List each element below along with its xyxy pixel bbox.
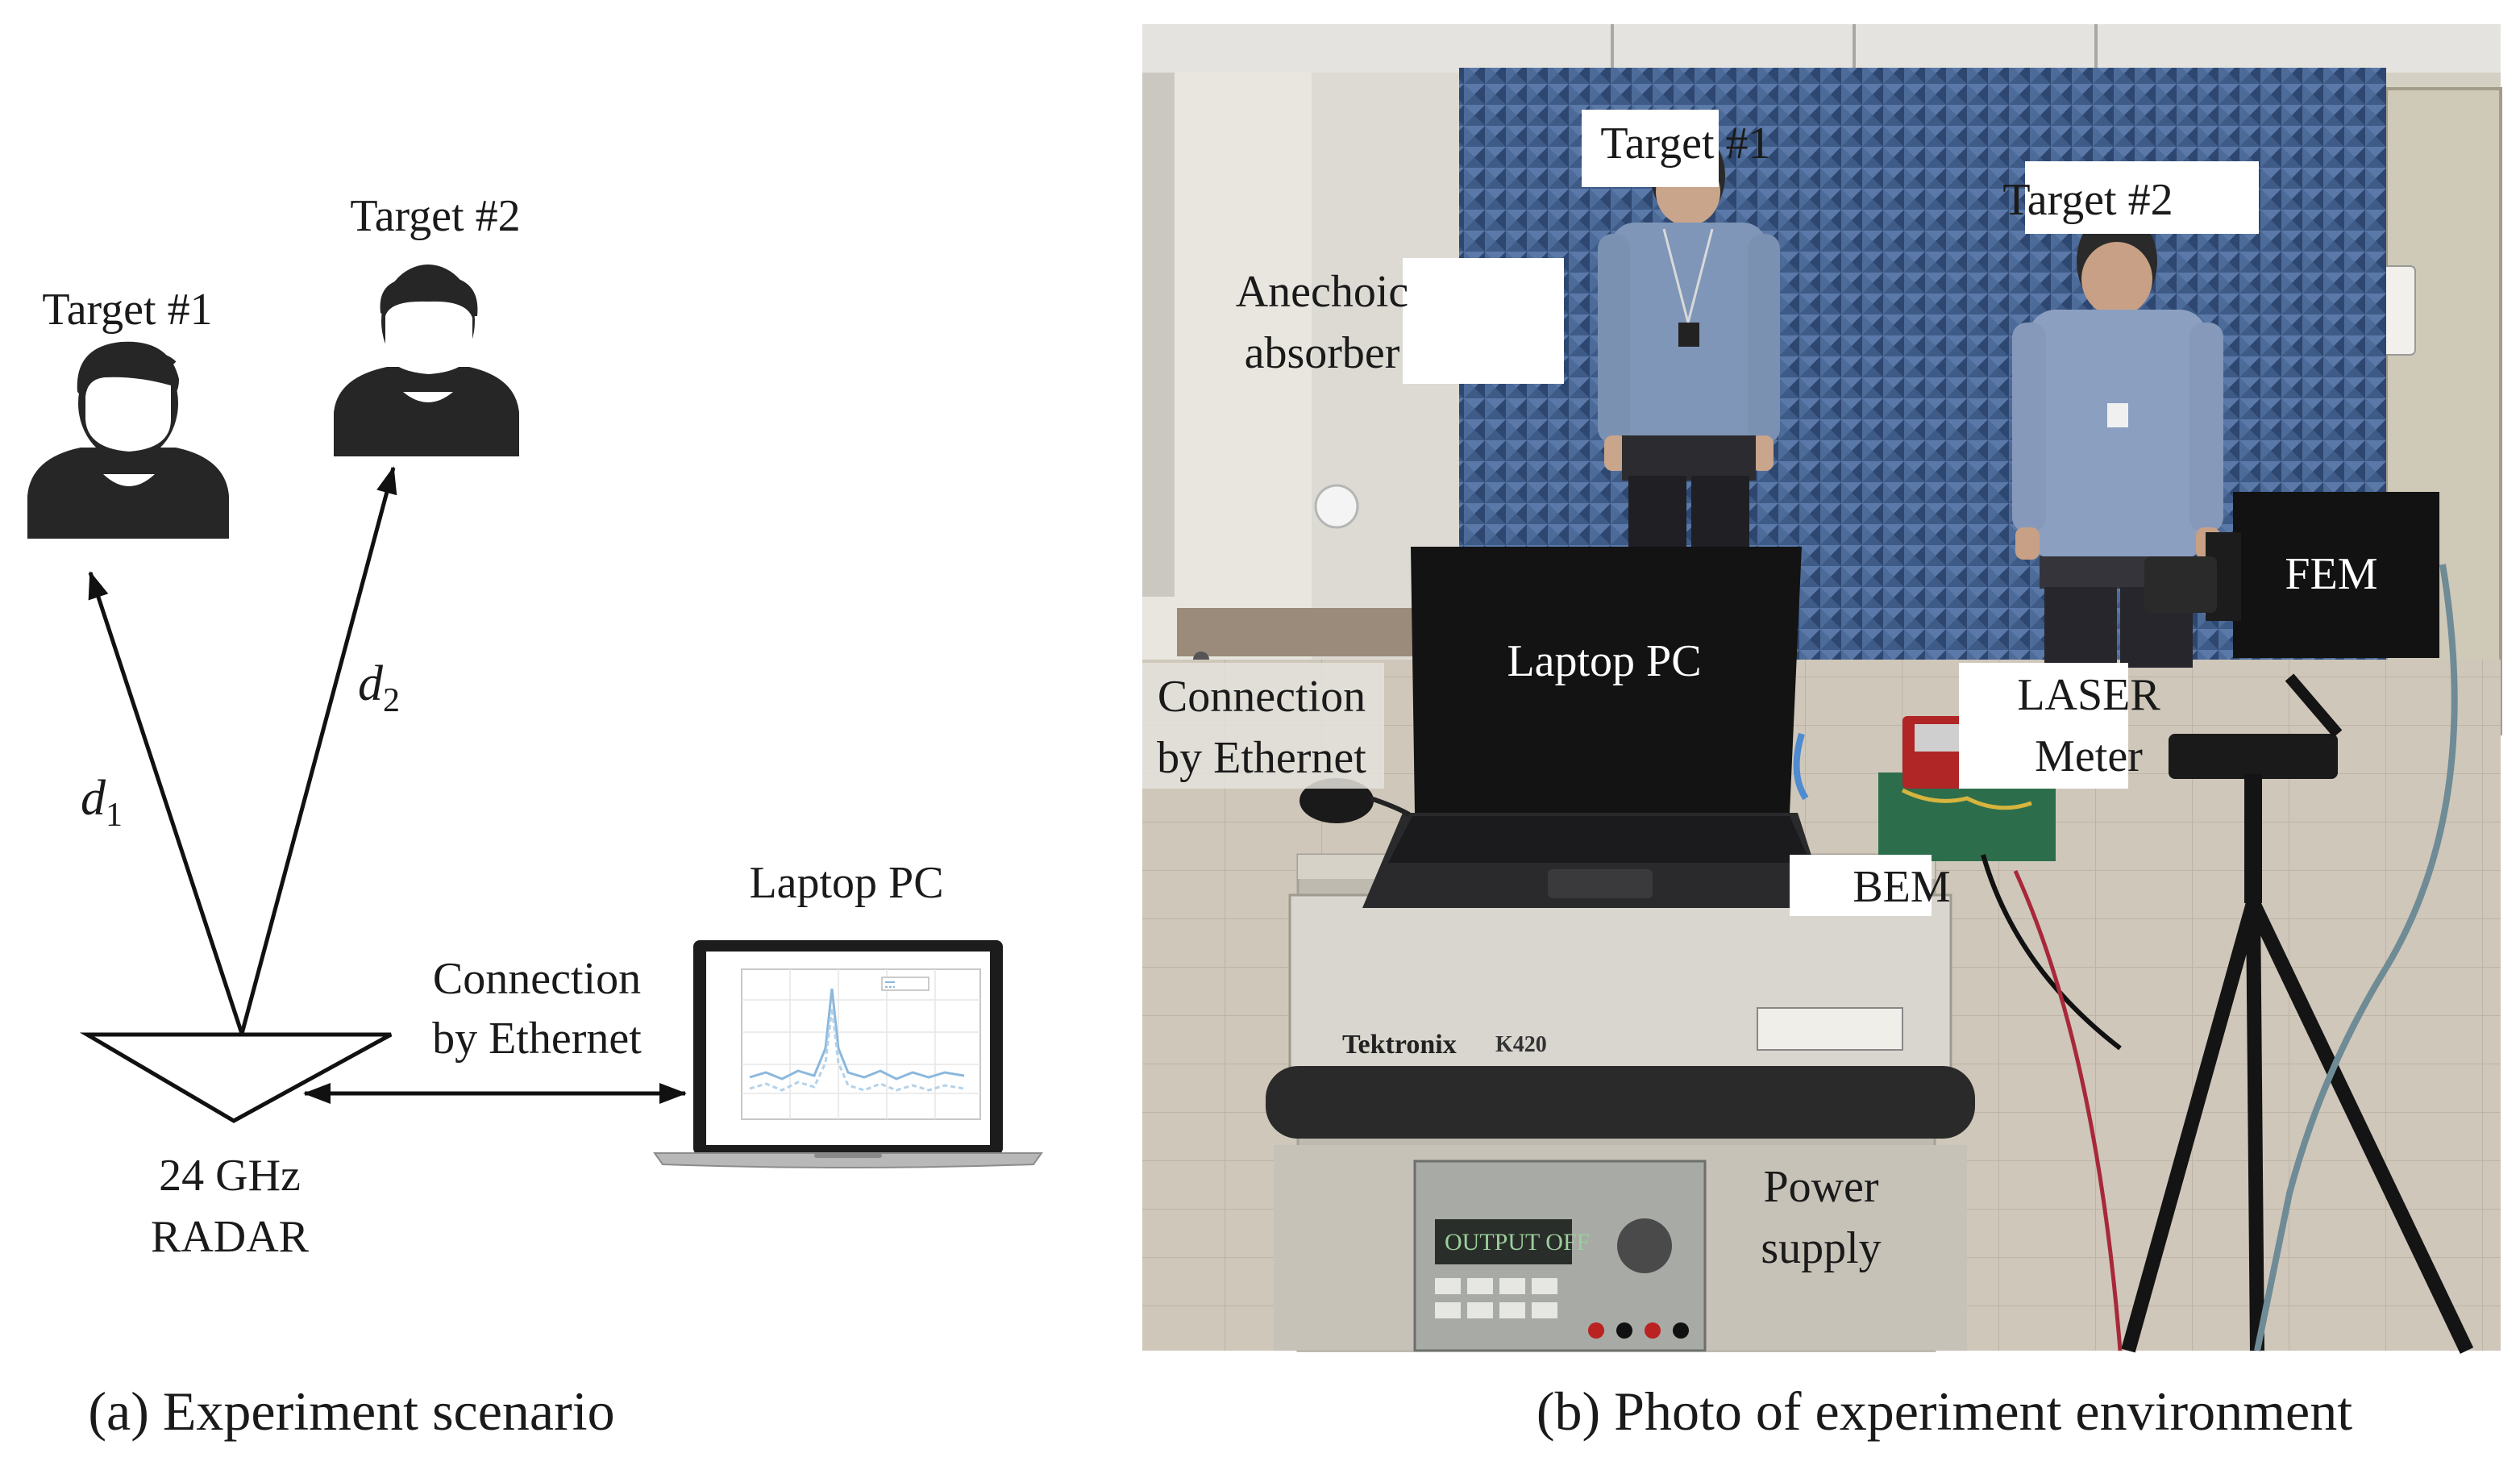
connection-label-line1: Connection bbox=[433, 954, 641, 1004]
experiment-photo-panel: Tektronix K420 OUTPUT OFF bbox=[1129, 0, 2520, 1466]
radar-label-line1: 24 GHz bbox=[159, 1151, 301, 1201]
svg-text:LASER: LASER bbox=[2017, 670, 2160, 720]
target1-label: Target #1 bbox=[42, 285, 212, 335]
label-fem: FEM bbox=[2285, 549, 2377, 599]
wall-badge bbox=[1314, 484, 1359, 529]
svg-text:by Ethernet: by Ethernet bbox=[1157, 733, 1366, 783]
photo-laptop bbox=[1362, 547, 1828, 908]
label-target2: Target #2 bbox=[2002, 161, 2259, 234]
tripod bbox=[2121, 673, 2474, 1354]
caption-b: (b) Photo of experiment environment bbox=[1537, 1380, 2352, 1442]
tektronix-brand: Tektronix bbox=[1342, 1030, 1457, 1060]
radar-icon bbox=[79, 1032, 393, 1123]
distance-label-d1: d1 bbox=[81, 771, 123, 834]
target2-label: Target #2 bbox=[350, 191, 520, 241]
label-anechoic-absorber: Anechoic absorber bbox=[1236, 258, 1564, 384]
laptop-icon bbox=[653, 940, 1043, 1168]
svg-text:Laptop PC: Laptop PC bbox=[1507, 636, 1701, 686]
label-target1: Target #1 bbox=[1582, 110, 1771, 187]
psu-display: OUTPUT OFF bbox=[1445, 1229, 1590, 1256]
svg-text:Power: Power bbox=[1763, 1162, 1878, 1212]
label-laser-meter: LASER Meter bbox=[1959, 663, 2160, 789]
label-bem: BEM bbox=[1790, 855, 1951, 916]
scenario-diagram: Target #1 Target #2 d1 d2 Connection by … bbox=[27, 191, 1043, 1442]
svg-text:Connection: Connection bbox=[1158, 672, 1366, 722]
distance-arrow-d1 bbox=[88, 571, 244, 1035]
svg-text:Target #1: Target #1 bbox=[1600, 119, 1770, 169]
svg-text:Target #2: Target #2 bbox=[2002, 175, 2173, 225]
power-supply-device: OUTPUT OFF bbox=[1413, 1160, 1707, 1352]
svg-text:Meter: Meter bbox=[2035, 731, 2143, 781]
label-power-supply: Power supply bbox=[1761, 1162, 1881, 1273]
tektronix-model: K420 bbox=[1495, 1032, 1547, 1057]
experiment-photo: Tektronix K420 OUTPUT OFF bbox=[1142, 24, 2502, 1442]
svg-text:Anechoic: Anechoic bbox=[1236, 267, 1409, 317]
fem-device bbox=[2144, 492, 2439, 658]
svg-text:FEM: FEM bbox=[2285, 549, 2377, 599]
router-puck bbox=[1300, 778, 1374, 823]
svg-text:supply: supply bbox=[1761, 1223, 1881, 1273]
svg-text:BEM: BEM bbox=[1853, 862, 1950, 912]
experiment-scenario-panel: Target #1 Target #2 d1 d2 Connection by … bbox=[0, 0, 1129, 1466]
label-laptop-pc: Laptop PC bbox=[1507, 636, 1701, 686]
distance-arrow-d2 bbox=[239, 466, 397, 1035]
distance-label-d2: d2 bbox=[358, 656, 400, 719]
caption-a: (a) Experiment scenario bbox=[88, 1380, 614, 1442]
laptop-label: Laptop PC bbox=[749, 858, 943, 908]
connection-label-line2: by Ethernet bbox=[432, 1014, 642, 1064]
person-target2 bbox=[2012, 210, 2223, 668]
radar-label-line2: RADAR bbox=[151, 1212, 310, 1262]
svg-text:absorber: absorber bbox=[1245, 328, 1400, 378]
label-connection: Connection by Ethernet bbox=[1142, 663, 1384, 789]
person-icon-target1 bbox=[27, 341, 229, 539]
person-icon-target2 bbox=[334, 264, 519, 456]
